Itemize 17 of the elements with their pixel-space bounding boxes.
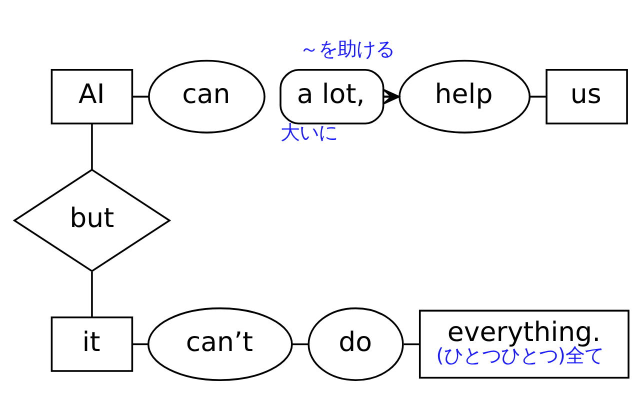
connector: [132, 342, 148, 345]
node-ellipse: can’t: [147, 306, 293, 380]
node-box: everything. (ひとつひとつ)全て: [418, 309, 630, 378]
node-box: AI: [50, 68, 134, 124]
node-box: it: [50, 316, 134, 372]
connector: [530, 95, 546, 98]
node-diamond: but: [12, 168, 172, 272]
connector: [132, 95, 149, 98]
node-box: us: [546, 68, 628, 124]
connector: [91, 123, 93, 169]
connector: [91, 271, 93, 317]
node-ellipse: help: [398, 59, 531, 133]
connector: [404, 342, 420, 345]
node-label: ～を助ける: [299, 36, 394, 60]
node-ellipse: can: [148, 59, 266, 133]
connector: [292, 342, 308, 345]
node-ellipse: do: [308, 306, 404, 380]
